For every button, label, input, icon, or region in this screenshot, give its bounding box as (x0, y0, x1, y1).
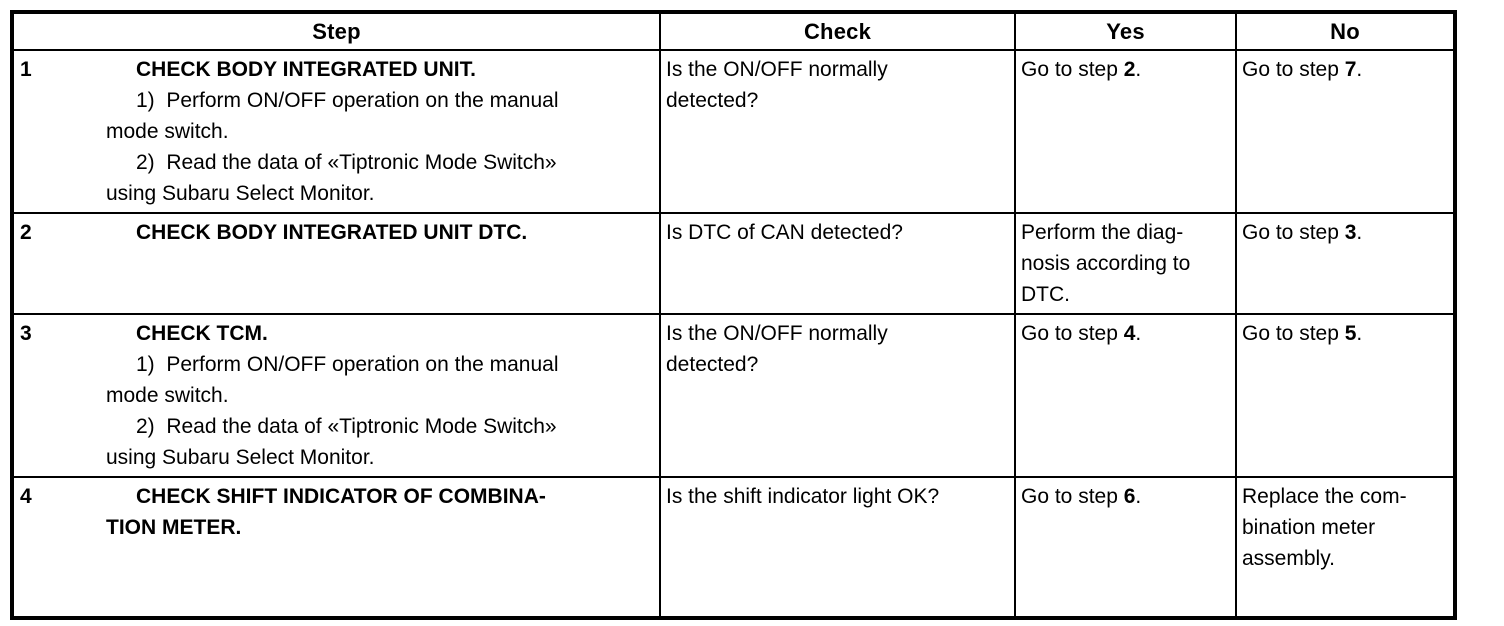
step-cell: 2 CHECK BODY INTEGRATED UNIT DTC. (11, 212, 661, 315)
step-cell: 4 CHECK SHIFT INDICATOR OF COMBINA- TION M… (11, 476, 661, 619)
step-number: 1 (20, 58, 32, 81)
no-cell: Go to step 7. (1235, 49, 1456, 214)
check-text-line: Is DTC of CAN detected? (666, 221, 903, 244)
outcome-text-line: bination meter (1242, 516, 1376, 539)
table-row: 4 CHECK SHIFT INDICATOR OF COMBINA- TION M… (11, 476, 1456, 619)
goto-suffix: . (1356, 58, 1363, 81)
goto-prefix: Go to step (1242, 221, 1345, 244)
col-header-step: Step (11, 11, 661, 51)
table-row: 1 CHECK BODY INTEGRATED UNIT. 1) Perform O… (11, 49, 1456, 214)
step-number: 2 (20, 221, 32, 244)
header-row: Step Check Yes No (11, 11, 1456, 51)
table-row: 3 CHECK TCM. 1) Perform ON/OFF operation o… (11, 313, 1456, 478)
step-content: CHECK BODY INTEGRATED UNIT. 1) Perform ON… (106, 54, 655, 209)
goto-prefix: Go to step (1021, 58, 1124, 81)
step-instruction-line: using Subaru Select Monitor. (106, 446, 375, 469)
goto-step-text: Go to step 2. (1021, 54, 1231, 85)
check-text-line: Is the ON/OFF normally (666, 58, 888, 81)
goto-step-text: Go to step 3. (1242, 217, 1449, 248)
goto-prefix: Go to step (1021, 485, 1124, 508)
check-cell: Is the ON/OFF normally detected? (659, 49, 1016, 214)
yes-cell: Perform the diag-nosis according to DTC. (1014, 212, 1237, 315)
step-title-line: CHECK BODY INTEGRATED UNIT DTC. (136, 221, 528, 244)
outcome-text-line: DTC. (1021, 283, 1070, 306)
col-header-check: Check (659, 11, 1016, 51)
step-ref-number: 7 (1344, 58, 1357, 81)
outcome-text-line: Replace the com- (1242, 485, 1407, 508)
check-cell: Is DTC of CAN detected? (659, 212, 1016, 315)
yes-cell: Go to step 6. (1014, 476, 1237, 619)
goto-step-text: Go to step 6. (1021, 481, 1231, 512)
goto-step-text: Go to step 7. (1242, 54, 1449, 85)
goto-step-text: Go to step 4. (1021, 318, 1231, 349)
goto-suffix: . (1135, 322, 1142, 345)
col-header-no: No (1235, 11, 1456, 51)
goto-prefix: Go to step (1242, 58, 1345, 81)
step-cell: 3 CHECK TCM. 1) Perform ON/OFF operation o… (11, 313, 661, 478)
goto-suffix: . (1356, 221, 1363, 244)
step-content: CHECK BODY INTEGRATED UNIT DTC. (106, 217, 655, 248)
check-cell: Is the ON/OFF normally detected? (659, 313, 1016, 478)
col-header-yes: Yes (1014, 11, 1237, 51)
table-header: Step Check Yes No (11, 11, 1456, 51)
step-instruction-line: mode switch. (106, 120, 229, 143)
check-text-line: detected? (666, 89, 759, 112)
no-cell: Replace the com-bination meter assembly. (1235, 476, 1456, 619)
table-row: 2 CHECK BODY INTEGRATED UNIT DTC. Is DTC o… (11, 212, 1456, 315)
step-instruction-line: mode switch. (106, 384, 229, 407)
step-title-line: CHECK SHIFT INDICATOR OF COMBINA- (136, 485, 546, 508)
outcome-text-line: nosis according to (1021, 252, 1191, 275)
step-ref-number: 2 (1123, 58, 1136, 81)
check-text-line: Is the ON/OFF normally (666, 322, 888, 345)
step-ref-number: 4 (1123, 322, 1136, 345)
no-cell: Go to step 5. (1235, 313, 1456, 478)
step-title-line: CHECK BODY INTEGRATED UNIT. (136, 58, 476, 81)
yes-cell: Go to step 2. (1014, 49, 1237, 214)
step-number: 3 (20, 322, 32, 345)
goto-suffix: . (1135, 485, 1142, 508)
goto-prefix: Go to step (1021, 322, 1124, 345)
check-cell: Is the shift indicator light OK? (659, 476, 1016, 619)
step-cell: 1 CHECK BODY INTEGRATED UNIT. 1) Perform O… (11, 49, 661, 214)
step-instruction-line: 1) Perform ON/OFF operation on the manua… (136, 89, 559, 112)
step-content: CHECK SHIFT INDICATOR OF COMBINA- TION ME… (106, 481, 655, 543)
yes-cell: Go to step 4. (1014, 313, 1237, 478)
outcome-text-line: assembly. (1242, 547, 1335, 570)
step-ref-number: 5 (1344, 322, 1357, 345)
step-title-line: TION METER. (106, 516, 242, 539)
step-instruction-line: using Subaru Select Monitor. (106, 182, 375, 205)
step-content: CHECK TCM. 1) Perform ON/OFF operation on… (106, 318, 655, 473)
step-instruction-line: 1) Perform ON/OFF operation on the manua… (136, 353, 559, 376)
table-body: 1 CHECK BODY INTEGRATED UNIT. 1) Perform O… (11, 49, 1456, 619)
goto-prefix: Go to step (1242, 322, 1345, 345)
check-text-line: Is the shift indicator light OK? (666, 485, 940, 508)
step-number: 4 (20, 485, 32, 508)
step-ref-number: 6 (1123, 485, 1136, 508)
goto-suffix: . (1356, 322, 1363, 345)
step-ref-number: 3 (1344, 221, 1357, 244)
goto-step-text: Go to step 5. (1242, 318, 1449, 349)
no-cell: Go to step 3. (1235, 212, 1456, 315)
step-instruction-line: 2) Read the data of «Tiptronic Mode Swit… (136, 151, 557, 174)
check-text-line: detected? (666, 353, 759, 376)
goto-suffix: . (1135, 58, 1142, 81)
step-instruction-line: 2) Read the data of «Tiptronic Mode Swit… (136, 415, 557, 438)
outcome-text-line: Perform the diag- (1021, 221, 1184, 244)
step-title-line: CHECK TCM. (136, 322, 268, 345)
